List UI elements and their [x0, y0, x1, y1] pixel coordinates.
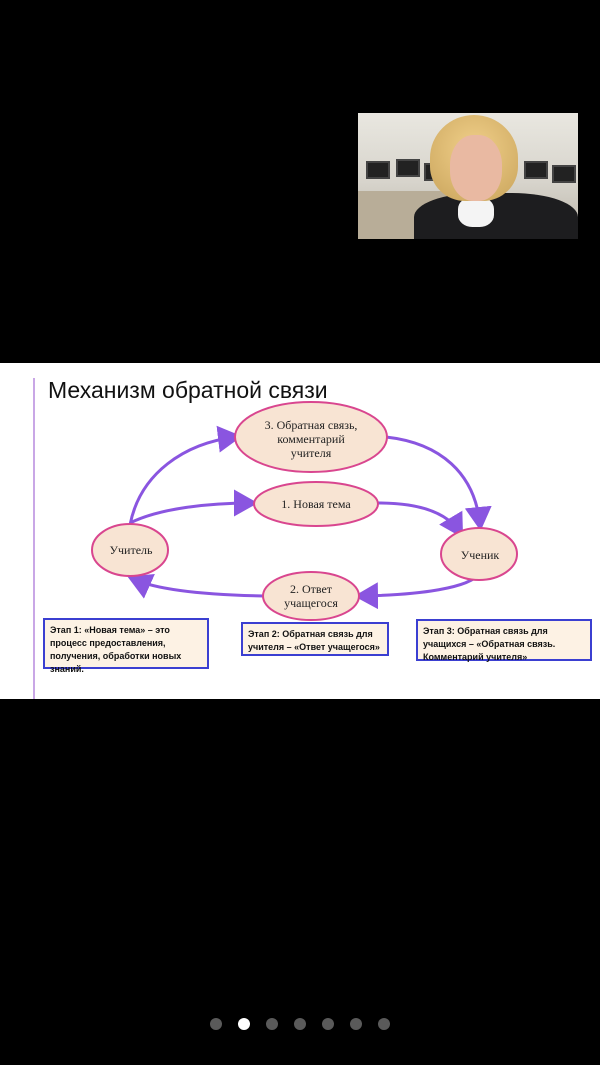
slide-accent-line [33, 378, 35, 699]
node-answer-label: 2. Ответ учащегося [284, 582, 338, 610]
page-dot-4[interactable] [294, 1018, 306, 1030]
node-new-topic-label: 1. Новая тема [281, 497, 351, 511]
arrow-answer-to-teacher [127, 573, 265, 599]
page-indicator[interactable] [0, 1017, 600, 1035]
page-dot-5[interactable] [322, 1018, 334, 1030]
presentation-slide: Механизм обратной связи 3. Обратная связ… [0, 363, 600, 699]
arrow-topic-to-student [377, 501, 464, 539]
page-dot-3[interactable] [266, 1018, 278, 1030]
arrow-teacher-to-feedback [128, 425, 242, 526]
slide-title: Механизм обратной связи [48, 377, 328, 403]
stage2-box: Этап 2: Обратная связь для учителя – «От… [241, 622, 389, 656]
oval-feedback [234, 401, 388, 473]
feedback-diagram [91, 401, 518, 621]
oval-answer [262, 571, 360, 621]
oval-student [440, 527, 518, 581]
page-dot-2-active[interactable] [238, 1018, 250, 1030]
stage1-box: Этап 1: «Новая тема» – это процесс предо… [43, 618, 209, 674]
page-dot-7[interactable] [378, 1018, 390, 1030]
node-teacher-label: Учитель [109, 543, 153, 557]
node-feedback-label: 3. Обратная связь, комментарий учителя [264, 418, 358, 460]
oval-new-topic [253, 481, 379, 527]
page-dot-6[interactable] [350, 1018, 362, 1030]
node-student-label: Ученик [460, 548, 500, 562]
arrow-teacher-to-topic [129, 489, 258, 525]
arrow-feedback-to-student [385, 435, 492, 531]
stage3-box: Этап 3: Обратная связь для учащихся – «О… [416, 619, 592, 662]
oval-teacher [91, 523, 169, 577]
video-tile [358, 113, 578, 239]
page-dot-1[interactable] [210, 1018, 222, 1030]
